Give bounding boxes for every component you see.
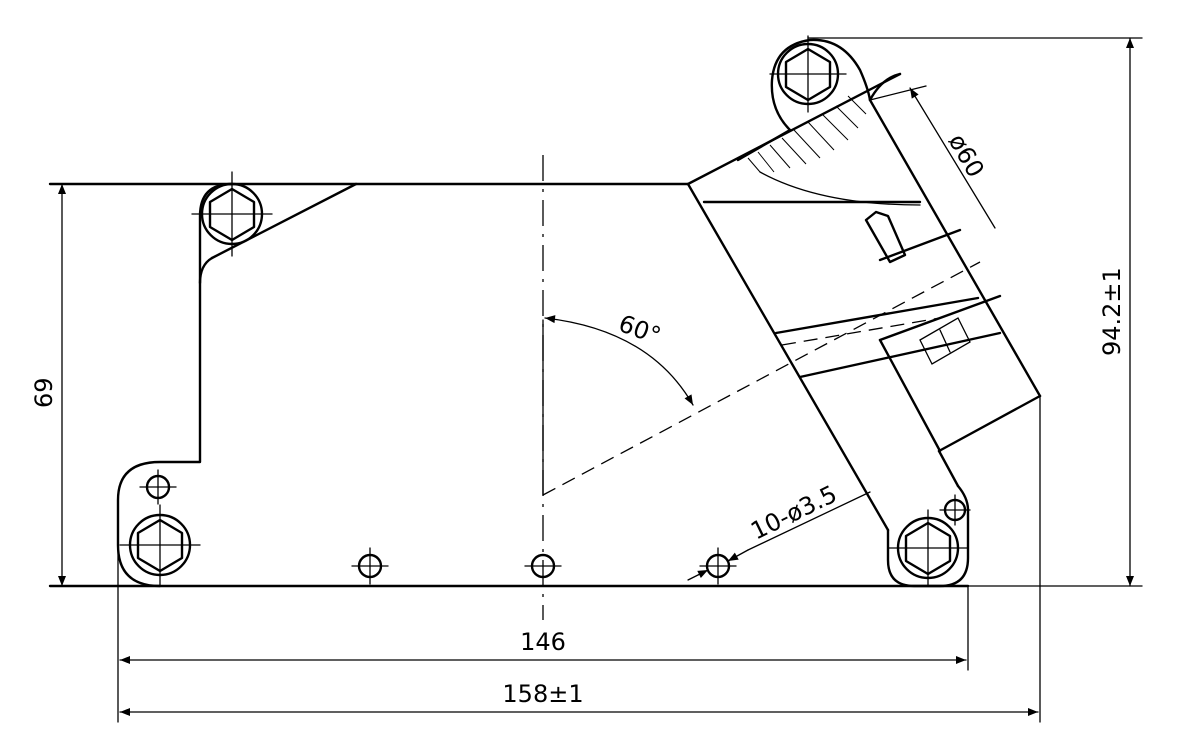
angle-dimension: 60° xyxy=(544,309,694,406)
width-inner-dimension: 146 xyxy=(117,544,969,723)
height-right-label: 94.2±1 xyxy=(1098,267,1126,356)
angle-label: 60° xyxy=(615,309,665,350)
center-lines xyxy=(542,155,981,620)
bolt-top-left xyxy=(191,171,273,257)
height-right-dimension: 94.2±1 xyxy=(807,37,1143,587)
height-left-dimension: 69 xyxy=(30,183,66,587)
bore-diameter-label: ø60 xyxy=(943,129,990,182)
bolt-bottom-left xyxy=(119,504,201,587)
height-left-label: 69 xyxy=(30,377,58,408)
width-inner-label: 146 xyxy=(520,628,566,656)
width-overall-label: 158±1 xyxy=(502,680,583,708)
holes-leader: 10-ø3.5 xyxy=(687,480,871,581)
hole-right-corner xyxy=(939,494,971,526)
section-hatching xyxy=(747,95,867,173)
hole-bottom-3 xyxy=(699,547,737,585)
width-overall-dimension: 158±1 xyxy=(119,395,1041,723)
hole-bottom-1 xyxy=(351,547,389,585)
bolt-top-right xyxy=(769,35,847,113)
housing-outline xyxy=(48,38,1042,588)
hole-left-step xyxy=(139,469,177,505)
bolt-bottom-right xyxy=(887,509,969,587)
